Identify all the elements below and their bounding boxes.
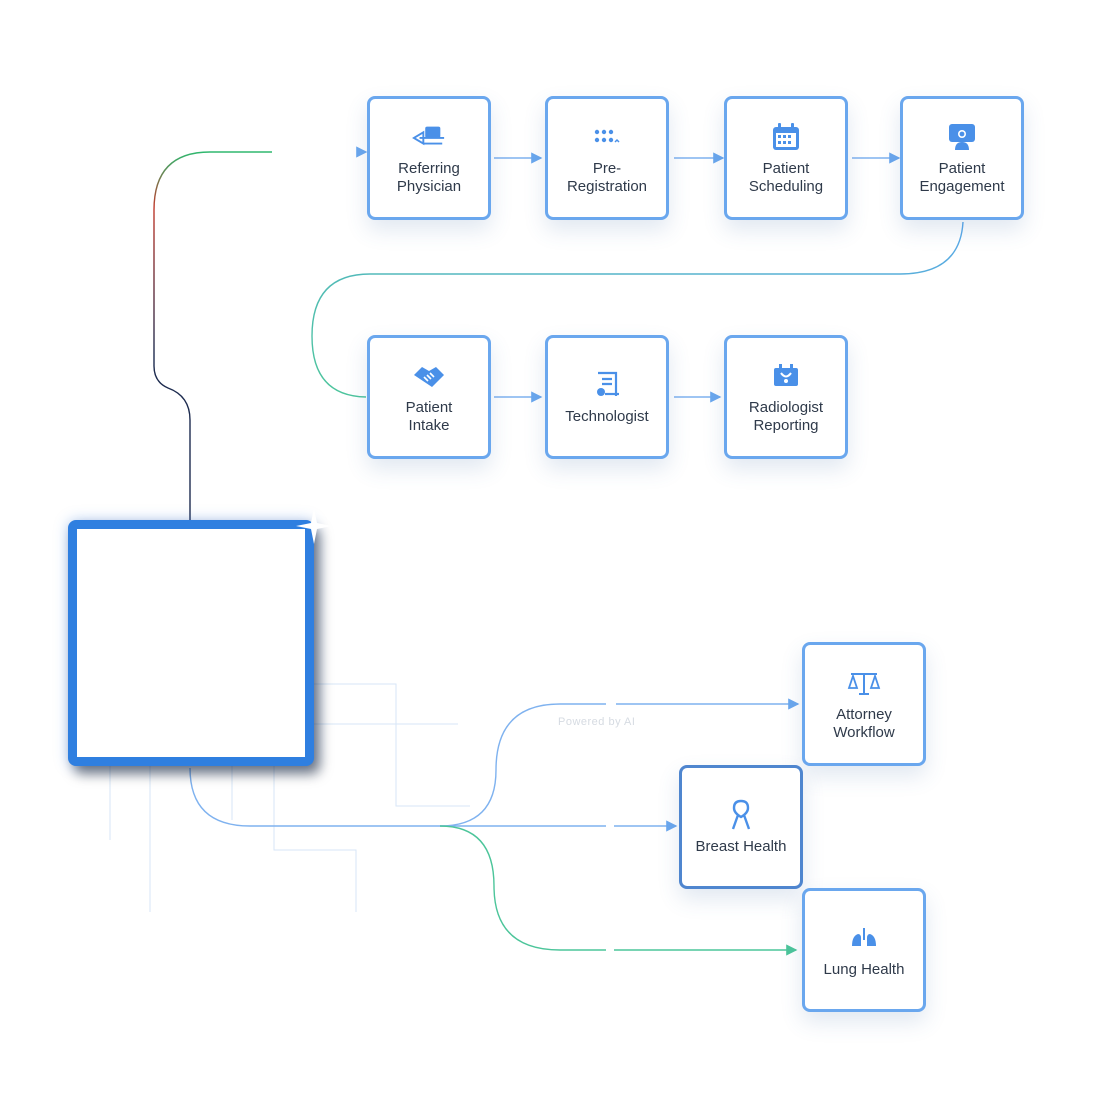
radiology-monitor-icon bbox=[769, 359, 803, 393]
sparkle-icon bbox=[296, 508, 332, 544]
node-patient-scheduling[interactable]: Patient Scheduling bbox=[724, 96, 848, 220]
scales-icon bbox=[847, 666, 881, 700]
node-label: Pre- Registration bbox=[566, 160, 648, 195]
handshake-icon bbox=[412, 359, 446, 393]
central-hub bbox=[68, 520, 314, 766]
awareness-ribbon-icon bbox=[724, 798, 758, 832]
faint-guides bbox=[109, 683, 470, 912]
patient-screen-icon bbox=[945, 120, 979, 154]
node-lung-health[interactable]: Lung Health bbox=[802, 888, 926, 1012]
referral-arrow-icon bbox=[412, 120, 446, 154]
node-label: Referring Physician bbox=[396, 160, 462, 195]
branch-main bbox=[189, 767, 606, 827]
trunk-connector bbox=[153, 151, 272, 522]
node-patient-engagement[interactable]: Patient Engagement bbox=[900, 96, 1024, 220]
document-stamp-icon bbox=[590, 368, 624, 402]
calendar-icon bbox=[769, 120, 803, 154]
branch-lung bbox=[439, 825, 606, 951]
node-label: Radiologist Reporting bbox=[748, 399, 824, 434]
faint-note: Powered by AI bbox=[558, 716, 636, 728]
dots-grid-icon bbox=[590, 120, 624, 154]
node-pre-registration[interactable]: Pre- Registration bbox=[545, 96, 669, 220]
node-label: Technologist bbox=[565, 408, 649, 425]
node-referring-physician[interactable]: Referring Physician bbox=[367, 96, 491, 220]
node-technologist[interactable]: Technologist bbox=[545, 335, 669, 459]
node-label: Breast Health bbox=[695, 838, 787, 855]
node-label: Patient Scheduling bbox=[748, 160, 824, 195]
node-label: Patient Intake bbox=[405, 399, 453, 434]
node-label: Lung Health bbox=[823, 961, 905, 978]
node-breast-health[interactable]: Breast Health bbox=[679, 765, 803, 889]
wave-connector bbox=[311, 221, 964, 398]
node-label: Patient Engagement bbox=[919, 160, 1005, 195]
node-radiologist-reporting[interactable]: Radiologist Reporting bbox=[724, 335, 848, 459]
node-label: Attorney Workflow bbox=[833, 706, 895, 741]
node-attorney-workflow[interactable]: Attorney Workflow bbox=[802, 642, 926, 766]
lungs-icon bbox=[847, 921, 881, 955]
node-patient-intake[interactable]: Patient Intake bbox=[367, 335, 491, 459]
branch-attorney bbox=[439, 703, 606, 827]
